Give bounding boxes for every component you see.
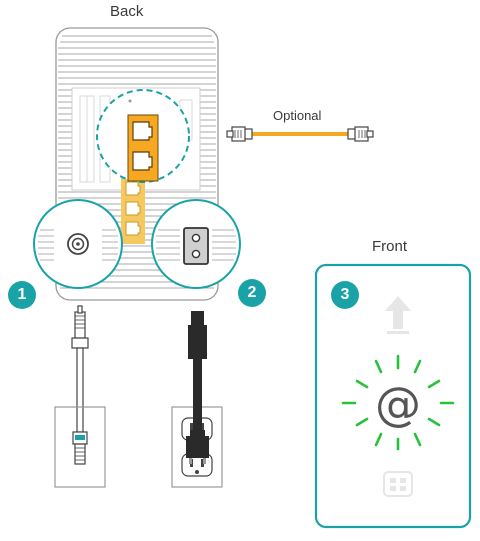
coax-wall-plate — [54, 406, 106, 488]
status-glow-rays — [341, 354, 455, 451]
power-cable — [186, 311, 209, 464]
optional-ethernet-cable — [226, 126, 374, 142]
front-panel: @ — [314, 263, 472, 529]
wps-button-icon — [383, 471, 413, 497]
power-port-icon — [183, 227, 209, 265]
ethernet-port-icons — [132, 121, 153, 171]
step-2-badge: 2 — [238, 279, 266, 307]
upload-arrow-icon — [385, 296, 411, 329]
coax-cable — [71, 305, 89, 465]
internet-status-icon: @ — [375, 377, 421, 431]
optional-cable-label: Optional — [273, 108, 322, 123]
coax-port-magnifier — [33, 199, 123, 289]
back-view-label: Back — [110, 3, 144, 20]
step-1-badge: 1 — [8, 281, 36, 309]
ethernet-port-magnifier — [96, 89, 190, 183]
step-3-badge: 3 — [331, 281, 359, 309]
front-view-label: Front — [372, 238, 408, 255]
lan-ports — [125, 181, 141, 236]
power-port-magnifier — [151, 199, 241, 289]
